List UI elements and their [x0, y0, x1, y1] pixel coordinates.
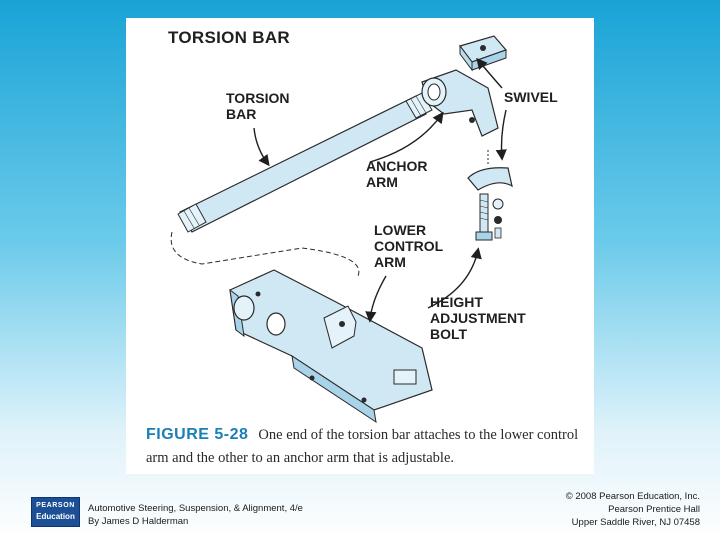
figure-number: FIGURE 5-28 [146, 426, 248, 443]
label-lower-control-arm: LOWER CONTROL ARM [374, 222, 443, 270]
label-torsion-bar: TORSION BAR [226, 90, 290, 122]
location-line: Upper Saddle River, NJ 07458 [566, 516, 700, 529]
book-author: By James D Halderman [88, 515, 303, 528]
figure-card: TORSION BAR TORSION BAR SWIVEL ANCHOR AR… [126, 18, 594, 474]
figure-title: TORSION BAR [168, 28, 290, 48]
connection-dashed-line [171, 232, 359, 276]
swivel-seat-part [468, 150, 512, 190]
label-anchor-arm: ANCHOR ARM [366, 158, 427, 190]
logo-text-top: PEARSON [32, 498, 79, 509]
footer-book-info: Automotive Steering, Suspension, & Align… [88, 502, 303, 528]
copyright-line: © 2008 Pearson Education, Inc. [566, 490, 700, 503]
label-height-adjustment-bolt: HEIGHT ADJUSTMENT BOLT [430, 294, 526, 342]
footer-copyright: © 2008 Pearson Education, Inc. Pearson P… [566, 490, 700, 529]
publisher-line: Pearson Prentice Hall [566, 503, 700, 516]
book-title: Automotive Steering, Suspension, & Align… [88, 502, 303, 515]
torsion-bar-illustration [126, 18, 594, 474]
height-adjustment-bolt-part [476, 194, 503, 240]
logo-text-bottom: Education [32, 509, 79, 521]
pearson-logo: PEARSON Education [31, 497, 80, 527]
lower-control-arm-part [230, 270, 432, 422]
label-swivel: SWIVEL [504, 89, 558, 105]
anchor-arm-part [422, 70, 498, 136]
